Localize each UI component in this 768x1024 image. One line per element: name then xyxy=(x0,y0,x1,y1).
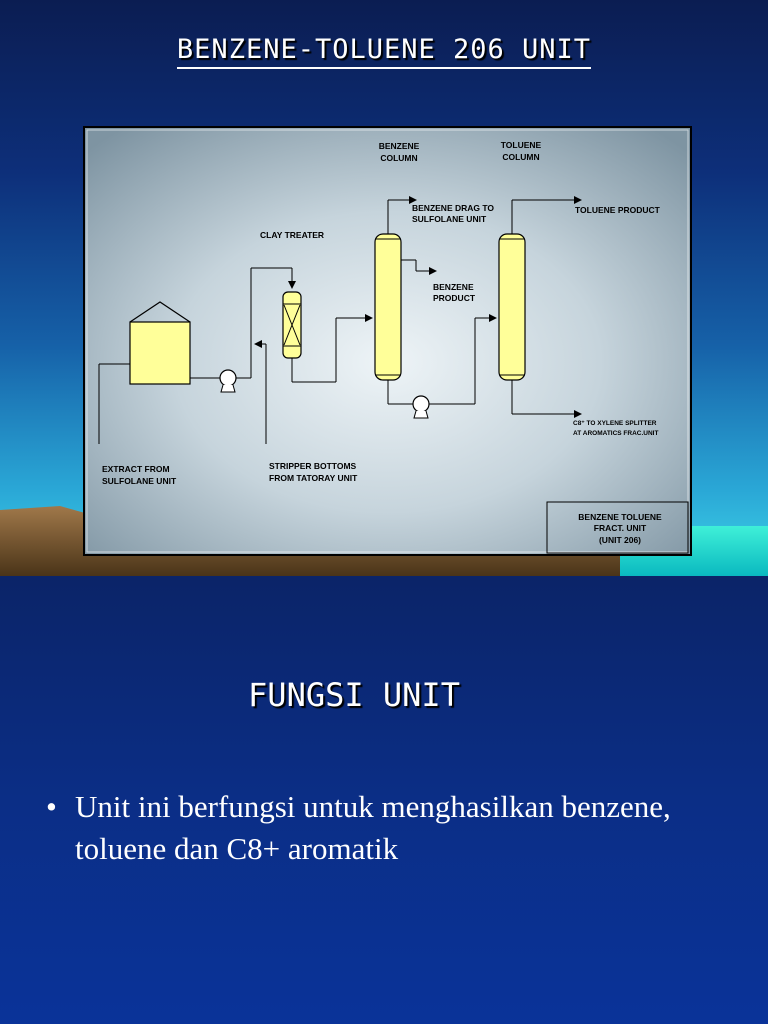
feed-pump xyxy=(219,369,237,393)
benzene-column-outputs xyxy=(387,196,497,405)
label-unit-box-3: (UNIT 206) xyxy=(599,535,641,545)
label-benzene-column-2: COLUMN xyxy=(380,153,417,163)
toluene-column-outputs xyxy=(511,196,582,418)
label-stripper-2: FROM TATORAY UNIT xyxy=(269,473,358,483)
label-unit-box-1: BENZENE TOLUENE xyxy=(578,512,662,522)
label-c8-1: C8⁺ TO XYLENE SPLITTER xyxy=(573,420,657,427)
diagram-inner-border xyxy=(86,129,689,553)
bullet-marker: • xyxy=(46,789,57,824)
benzene-column xyxy=(374,233,402,381)
feed-lines xyxy=(98,267,296,444)
label-benzene-product-2: PRODUCT xyxy=(433,293,476,303)
label-benzene-drag-1: BENZENE DRAG TO xyxy=(412,203,494,213)
clay-treater xyxy=(282,291,302,359)
label-extract-2: SULFOLANE UNIT xyxy=(102,476,177,486)
bullet-text: Unit ini berfungsi untuk menghasilkan be… xyxy=(75,789,671,866)
label-benzene-drag-2: SULFOLANE UNIT xyxy=(412,214,487,224)
unit-title-box xyxy=(546,501,689,554)
slide-title: BENZENE-TOLUENE 206 UNIT xyxy=(0,34,768,69)
label-stripper-1: STRIPPER BOTTOMS xyxy=(269,461,357,471)
feed-tank xyxy=(129,301,191,385)
label-benzene-product-1: BENZENE xyxy=(433,282,474,292)
label-toluene-column-2: COLUMN xyxy=(502,152,539,162)
bottoms-pump xyxy=(412,395,430,419)
label-unit-box-2: FRACT. UNIT xyxy=(594,523,647,533)
section-heading: FUNGSI UNIT xyxy=(248,676,460,714)
treater-to-benzene-column-line xyxy=(291,314,373,383)
toluene-column xyxy=(498,233,526,381)
label-c8-2: AT AROMATICS FRAC.UNIT xyxy=(573,430,658,437)
label-toluene-column-1: TOLUENE xyxy=(501,140,542,150)
label-benzene-column-1: BENZENE xyxy=(379,141,420,151)
slide-background-bottom xyxy=(0,576,768,1024)
label-toluene-product: TOLUENE PRODUCT xyxy=(575,205,661,215)
label-extract-1: EXTRACT FROM xyxy=(102,464,170,474)
label-clay-treater: CLAY TREATER xyxy=(260,230,324,240)
process-flow-diagram: BENZENE COLUMN TOLUENE COLUMN BENZENE DR… xyxy=(83,126,692,556)
